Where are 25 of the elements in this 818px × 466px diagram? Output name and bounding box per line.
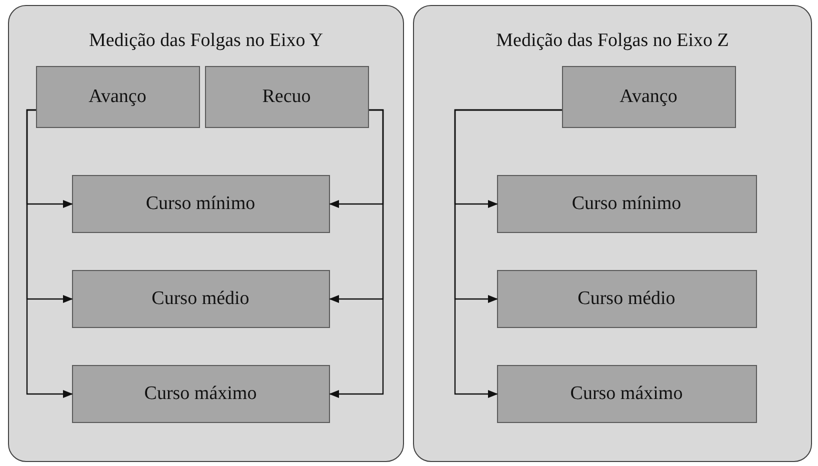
process-box — [72, 270, 330, 328]
process-box — [562, 66, 736, 128]
process-box — [496, 364, 756, 422]
box-label: Avanço — [88, 86, 146, 108]
process-box — [496, 270, 756, 328]
panel-title: Medição das Folgas no Eixo Y — [88, 30, 324, 52]
box-label: Curso máximo — [144, 382, 257, 404]
box-label: Curso médio — [578, 288, 676, 310]
process-box — [204, 66, 368, 128]
box-label: Recuo — [262, 86, 311, 108]
group-panel — [8, 5, 404, 462]
box-label: Curso mínimo — [572, 192, 682, 214]
box-label: Curso médio — [152, 288, 250, 310]
process-box — [36, 66, 200, 128]
connector-arrow — [26, 109, 73, 398]
box-label: Avanço — [620, 86, 678, 108]
process-box — [72, 364, 330, 422]
box-label: Curso mínimo — [146, 192, 256, 214]
box-label: Curso máximo — [570, 382, 683, 404]
process-box — [496, 174, 756, 232]
connector-arrow — [454, 109, 562, 398]
process-box — [72, 174, 330, 232]
connector-arrow — [329, 109, 384, 398]
group-panel — [413, 5, 812, 462]
panel-title: Medição das Folgas no Eixo Z — [495, 30, 730, 52]
